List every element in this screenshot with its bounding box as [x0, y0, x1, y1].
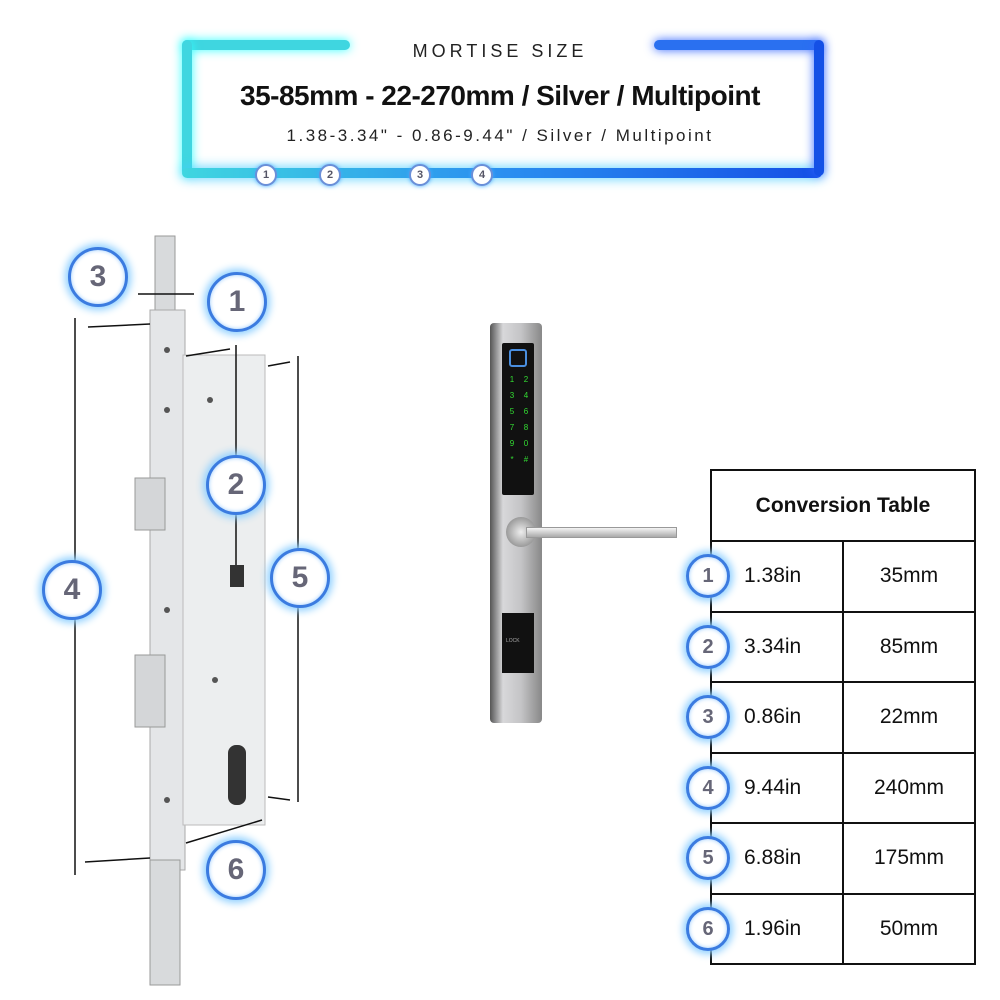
- lever-handle: [526, 527, 677, 538]
- row-number-badge: 2: [686, 624, 730, 669]
- keypad-key: 0: [523, 439, 529, 448]
- mm-cell: 175mm: [842, 822, 976, 895]
- callout-3: 3: [68, 247, 128, 307]
- keypad-key: 8: [523, 423, 529, 432]
- keypad-key: 4: [523, 391, 529, 400]
- row-number-badge: 4: [686, 765, 730, 810]
- keypad-key: 2: [523, 375, 529, 384]
- inch-cell: 0.86in: [710, 681, 844, 754]
- row-number-badge: 1: [686, 554, 730, 598]
- header-frame: [182, 40, 824, 178]
- keypad-key: #: [523, 455, 529, 464]
- keypad-key: *: [510, 455, 514, 464]
- mm-cell: 22mm: [842, 681, 976, 754]
- keypad-key: 5: [509, 407, 515, 416]
- header-marker: 3: [409, 164, 431, 186]
- keypad-key: 9: [509, 439, 515, 448]
- row-number-badge: 3: [686, 695, 730, 739]
- card-reader: LOCK: [502, 613, 534, 673]
- callout-2: 2: [206, 455, 266, 515]
- mm-cell: 85mm: [842, 610, 976, 683]
- header-kicker: MORTISE SIZE: [412, 41, 588, 61]
- fingerprint-sensor-icon: [509, 349, 527, 367]
- callout-6: 6: [206, 840, 266, 900]
- inch-cell: 6.88in: [710, 822, 844, 895]
- callout-1: 1: [207, 272, 267, 332]
- inch-cell: 9.44in: [710, 751, 844, 824]
- mortise-lock-diagram: [74, 235, 299, 986]
- keypad-key: 3: [509, 391, 515, 400]
- mortise-lock-image: [134, 235, 266, 986]
- callout-5: 5: [270, 548, 330, 608]
- header-marker: 4: [471, 164, 493, 186]
- header-marker: 2: [319, 164, 341, 186]
- brand-logo: LOCK: [506, 638, 520, 644]
- mm-cell: 50mm: [842, 892, 976, 965]
- callout-4: 4: [42, 560, 102, 620]
- header-marker: 1: [255, 164, 277, 186]
- row-number-badge: 5: [686, 836, 730, 880]
- row-number-badge: 6: [686, 906, 730, 951]
- header-subtitle: 1.38-3.34" - 0.86-9.44" / Silver / Multi…: [286, 126, 714, 145]
- mm-cell: 35mm: [842, 540, 976, 613]
- inch-cell: 3.34in: [710, 610, 844, 683]
- keypad-key: 6: [523, 407, 529, 416]
- keypad-key: 1: [509, 375, 515, 384]
- mm-cell: 240mm: [842, 751, 976, 824]
- keypad-key: 7: [509, 423, 515, 432]
- inch-cell: 1.38in: [710, 540, 844, 613]
- table-title: Conversion Table: [710, 469, 976, 542]
- inch-cell: 1.96in: [710, 892, 844, 965]
- header-title: 35-85mm - 22-270mm / Silver / Multipoint: [240, 80, 760, 111]
